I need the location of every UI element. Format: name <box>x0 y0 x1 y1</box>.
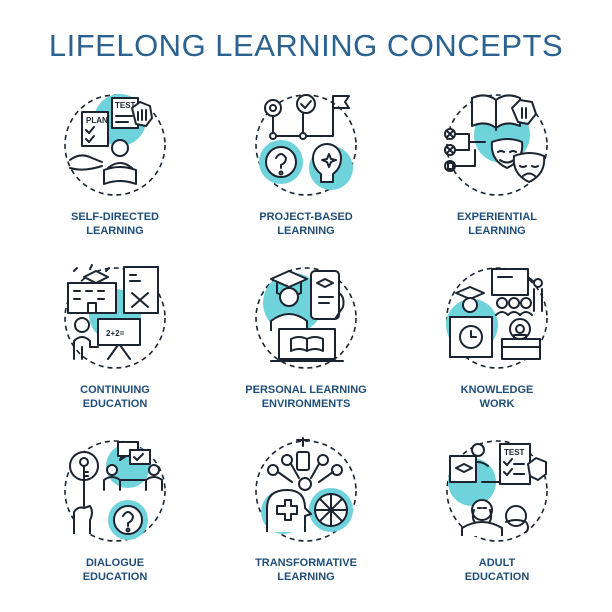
label-line-1: PERSONAL LEARNING <box>245 384 367 396</box>
project-based-learning-icon <box>255 94 357 196</box>
concept-card-project-based: PROJECT-BASED LEARNING <box>201 90 401 250</box>
label-line-2: ENVIRONMENTS <box>261 398 351 410</box>
test-text: TEST <box>115 101 136 110</box>
page-title: LIFELONG LEARNING CONCEPTS <box>48 28 564 63</box>
transformative-learning-icon <box>255 437 357 542</box>
concept-card-self-directed: PLAN TEST SELF-DIRECTED LEARNING <box>10 90 210 250</box>
concept-label: CONTINUING EDUCATION <box>10 383 220 411</box>
personal-learning-environments-icon <box>255 267 357 369</box>
concept-label: DIALOGUE EDUCATION <box>10 556 220 584</box>
label-line-1: ADULT <box>478 557 516 569</box>
label-line-2: LEARNING <box>86 225 144 237</box>
test-text: TEST <box>504 448 525 457</box>
label-line-1: DIALOGUE <box>85 557 145 569</box>
concept-card-adult-education: TEST ADULT EDUCATION <box>392 436 592 596</box>
equation-text: 2+2= <box>106 329 125 338</box>
concept-card-continuing: 2+2= CONTINUING EDUCATION <box>10 263 210 423</box>
concept-label: PROJECT-BASED LEARNING <box>201 210 411 238</box>
label-line-1: CONTINUING <box>80 384 150 396</box>
concept-card-experiential: EXPERIENTIAL LEARNING <box>392 90 592 250</box>
experiential-learning-icon <box>444 94 548 196</box>
label-line-1: EXPERIENTIAL <box>456 211 538 223</box>
label-line-2: EDUCATION <box>464 571 530 583</box>
concept-card-personal-learning: PERSONAL LEARNING ENVIRONMENTS <box>201 263 401 423</box>
label-line-2: EDUCATION <box>82 571 148 583</box>
concept-label: ADULT EDUCATION <box>392 556 602 584</box>
label-line-1: TRANSFORMATIVE <box>255 557 357 569</box>
label-line-2: LEARNING <box>468 225 526 237</box>
concept-card-dialogue: DIALOGUE EDUCATION <box>10 436 210 596</box>
concept-label: PERSONAL LEARNING ENVIRONMENTS <box>201 383 411 411</box>
label-line-1: KNOWLEDGE <box>460 384 534 396</box>
concept-card-knowledge-work: KNOWLEDGE WORK <box>392 263 592 423</box>
adult-education-icon: TEST <box>446 440 548 542</box>
plan-text: PLAN <box>86 116 108 125</box>
label-line-2: LEARNING <box>277 571 335 583</box>
knowledge-work-icon <box>446 267 548 369</box>
label-line-2: EDUCATION <box>82 398 148 410</box>
self-directed-learning-icon: PLAN TEST <box>64 94 166 196</box>
concept-label: KNOWLEDGE WORK <box>392 383 602 411</box>
concept-label: TRANSFORMATIVE LEARNING <box>201 556 411 584</box>
dialogue-education-icon <box>64 440 166 542</box>
concept-card-transformative: TRANSFORMATIVE LEARNING <box>201 436 401 596</box>
concept-label: EXPERIENTIAL LEARNING <box>392 210 602 238</box>
label-line-1: PROJECT-BASED <box>259 211 353 223</box>
label-line-2: WORK <box>479 398 515 410</box>
label-line-2: LEARNING <box>277 225 335 237</box>
label-line-1: SELF-DIRECTED <box>71 211 159 223</box>
continuing-education-icon: 2+2= <box>64 264 166 369</box>
concept-label: SELF-DIRECTED LEARNING <box>10 210 220 238</box>
